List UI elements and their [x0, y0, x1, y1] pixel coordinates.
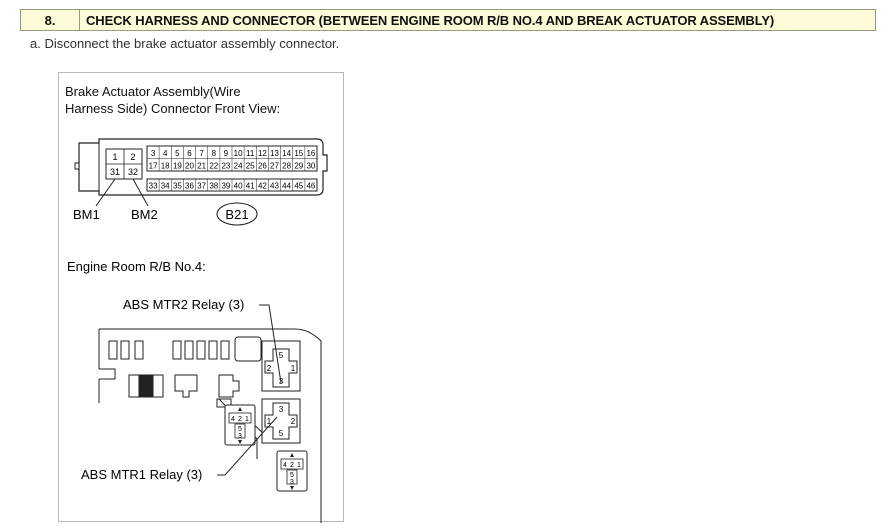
relay1-label: ABS MTR1 Relay (3) — [81, 467, 202, 482]
pin-3: 3 — [151, 149, 156, 158]
svg-text:1: 1 — [267, 417, 272, 426]
pin-30: 30 — [306, 162, 315, 171]
pin-15: 15 — [294, 149, 303, 158]
connector-caption-line2: Harness Side) Connector Front View: — [65, 101, 280, 116]
pin-43: 43 — [270, 182, 279, 191]
pin-18: 18 — [161, 162, 170, 171]
pin-31: 31 — [110, 167, 120, 177]
pin-13: 13 — [270, 149, 279, 158]
pin-38: 38 — [209, 182, 218, 191]
pin-26: 26 — [258, 162, 267, 171]
pin-17: 17 — [149, 162, 158, 171]
pin-16: 16 — [306, 149, 315, 158]
label-bm2: BM2 — [131, 207, 158, 222]
bm1-leader — [95, 178, 116, 207]
pin-11: 11 — [246, 149, 255, 158]
pin-41: 41 — [246, 182, 255, 191]
svg-text:1: 1 — [297, 462, 301, 469]
pin-1: 1 — [112, 152, 117, 162]
pin-9: 9 — [224, 149, 229, 158]
connector-tab — [74, 162, 80, 170]
pin-8: 8 — [212, 149, 217, 158]
svg-text:2: 2 — [267, 364, 272, 373]
pin-32: 32 — [128, 167, 138, 177]
wiring-figure: Brake Actuator Assembly(Wire Harness Sid… — [58, 72, 344, 523]
pin-24: 24 — [234, 162, 243, 171]
pin-20: 20 — [185, 162, 194, 171]
pin-23: 23 — [221, 162, 230, 171]
pin-39: 39 — [221, 182, 230, 191]
pin-22: 22 — [209, 162, 218, 171]
svg-text:1: 1 — [245, 416, 249, 423]
pin-34: 34 — [161, 182, 170, 191]
svg-text:2: 2 — [291, 417, 296, 426]
pin-5: 5 — [175, 149, 180, 158]
relay-box-drawing — [98, 328, 322, 523]
svg-text:5: 5 — [238, 426, 242, 433]
connector-caption-line1: Brake Actuator Assembly(Wire — [65, 84, 241, 99]
figure-svg: Brake Actuator Assembly(Wire Harness Sid… — [65, 84, 328, 523]
svg-text:2: 2 — [238, 416, 242, 423]
pin-36: 36 — [185, 182, 194, 191]
pin-44: 44 — [282, 182, 291, 191]
svg-text:2: 2 — [290, 462, 294, 469]
pin-35: 35 — [173, 182, 182, 191]
relay1-leader — [217, 416, 278, 476]
svg-text:1: 1 — [291, 364, 296, 373]
bm2-leader — [132, 178, 149, 207]
pin-10: 10 — [234, 149, 243, 158]
relay2-leader — [259, 304, 282, 384]
pin-29: 29 — [294, 162, 303, 171]
pin-14: 14 — [282, 149, 291, 158]
connector-code: B21 — [225, 207, 248, 222]
pin-45: 45 — [294, 182, 303, 191]
svg-text:5: 5 — [279, 429, 284, 438]
label-bm1: BM1 — [73, 207, 100, 222]
pin-40: 40 — [234, 182, 243, 191]
step-header: 8. CHECK HARNESS AND CONNECTOR (BETWEEN … — [20, 9, 876, 31]
svg-text:4: 4 — [231, 416, 235, 423]
relay2-label: ABS MTR2 Relay (3) — [123, 297, 244, 312]
pin-27: 27 — [270, 162, 279, 171]
pin-6: 6 — [187, 149, 192, 158]
svg-text:3: 3 — [279, 405, 284, 414]
svg-text:5: 5 — [279, 351, 284, 360]
pin-4: 4 — [163, 149, 168, 158]
pin-12: 12 — [258, 149, 267, 158]
svg-text:3: 3 — [238, 433, 242, 440]
pin-46: 46 — [306, 182, 315, 191]
svg-text:5: 5 — [290, 472, 294, 479]
pin-33: 33 — [149, 182, 158, 191]
abs-mtr1-relay: 3 1 2 5 — [261, 398, 301, 444]
rb-caption: Engine Room R/B No.4: — [67, 259, 206, 274]
small-relay-b: 4 2 1 5 3 — [276, 450, 308, 492]
pin-42: 42 — [258, 182, 267, 191]
instruction-text: a. Disconnect the brake actuator assembl… — [30, 36, 340, 51]
pin-37: 37 — [197, 182, 206, 191]
svg-text:3: 3 — [290, 479, 294, 486]
pin-28: 28 — [282, 162, 291, 171]
pin-19: 19 — [173, 162, 182, 171]
pin-7: 7 — [199, 149, 204, 158]
svg-text:4: 4 — [283, 462, 287, 469]
abs-mtr2-relay: 5 2 1 3 — [261, 340, 301, 392]
step-title: CHECK HARNESS AND CONNECTOR (BETWEEN ENG… — [86, 12, 775, 28]
connector-code-ellipse — [216, 202, 258, 226]
pin-25: 25 — [246, 162, 255, 171]
small-relay-a: 4 2 1 5 3 — [224, 404, 256, 446]
step-number: 8. — [21, 10, 80, 30]
pin-2: 2 — [130, 152, 135, 162]
pin-21: 21 — [197, 162, 206, 171]
